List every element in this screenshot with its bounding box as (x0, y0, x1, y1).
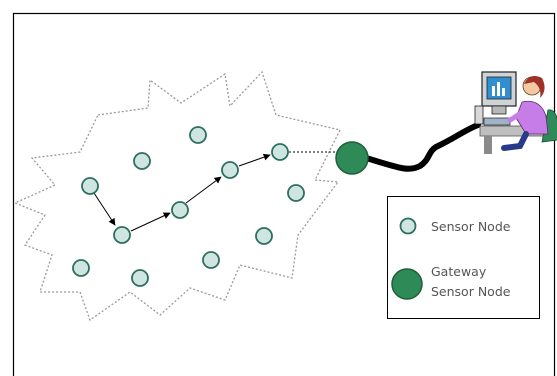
gateway-node-icon (391, 268, 423, 300)
legend-label-gateway-line2: Sensor Node (431, 284, 511, 299)
sensor-node (221, 161, 239, 179)
sensor-node (171, 201, 189, 219)
sensor-node (72, 259, 90, 277)
legend-label-gateway-line1: Gateway (431, 264, 487, 279)
sensor-node-icon (399, 217, 417, 235)
sensor-node (81, 177, 99, 195)
sensor-node (113, 226, 131, 244)
sensor-field-cloud (13, 70, 341, 322)
route-arrow (130, 212, 171, 232)
sensor-node (131, 269, 149, 287)
user-at-computer-icon (474, 71, 557, 154)
route-arrow (93, 192, 116, 226)
route-arrow (185, 176, 222, 204)
sensor-node (189, 126, 207, 144)
sensor-node (255, 227, 273, 245)
gateway-sensor-node (335, 141, 369, 175)
gateway-cable (363, 122, 481, 172)
legend-label-sensor-node: Sensor Node (431, 219, 511, 234)
legend: Sensor Node Gateway Sensor Node (387, 196, 540, 319)
route-arrows (93, 151, 336, 232)
diagram-frame (12, 12, 556, 376)
legend-box (387, 196, 540, 319)
route-arrow (238, 153, 271, 167)
sensor-node (271, 143, 289, 161)
sensor-node (287, 184, 305, 202)
sensor-node (133, 152, 151, 170)
sensor-nodes (72, 126, 305, 287)
sensor-node (202, 251, 220, 269)
